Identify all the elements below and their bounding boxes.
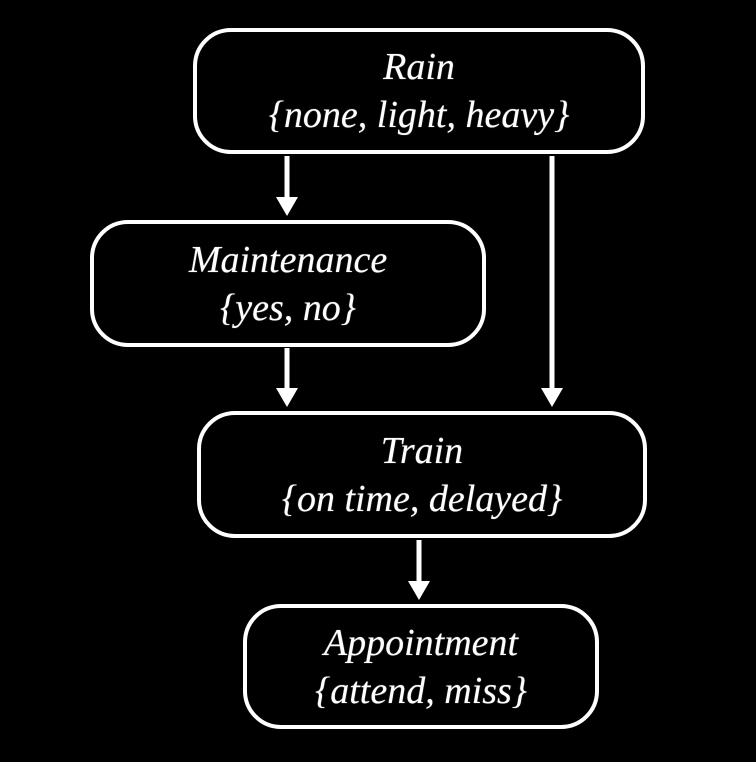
edge-train-to-appointment — [408, 540, 430, 600]
node-train-values: {on time, delayed} — [281, 477, 563, 520]
edge-rain-to-train — [541, 156, 563, 407]
node-appointment: Appointment {attend, miss} — [243, 604, 599, 729]
edge-maintenance-to-train — [276, 348, 298, 407]
node-maintenance: Maintenance {yes, no} — [90, 220, 486, 347]
node-rain: Rain {none, light, heavy} — [193, 28, 645, 154]
node-rain-values: {none, light, heavy} — [268, 94, 570, 136]
node-rain-label: Rain — [383, 46, 455, 88]
node-maintenance-label: Maintenance — [188, 238, 388, 281]
node-train-label: Train — [380, 429, 464, 472]
node-train: Train {on time, delayed} — [197, 411, 647, 538]
node-maintenance-values: {yes, no} — [220, 286, 356, 329]
node-appointment-values: {attend, miss} — [315, 669, 527, 712]
node-appointment-label: Appointment — [323, 621, 519, 664]
edge-rain-to-maintenance — [276, 156, 298, 216]
